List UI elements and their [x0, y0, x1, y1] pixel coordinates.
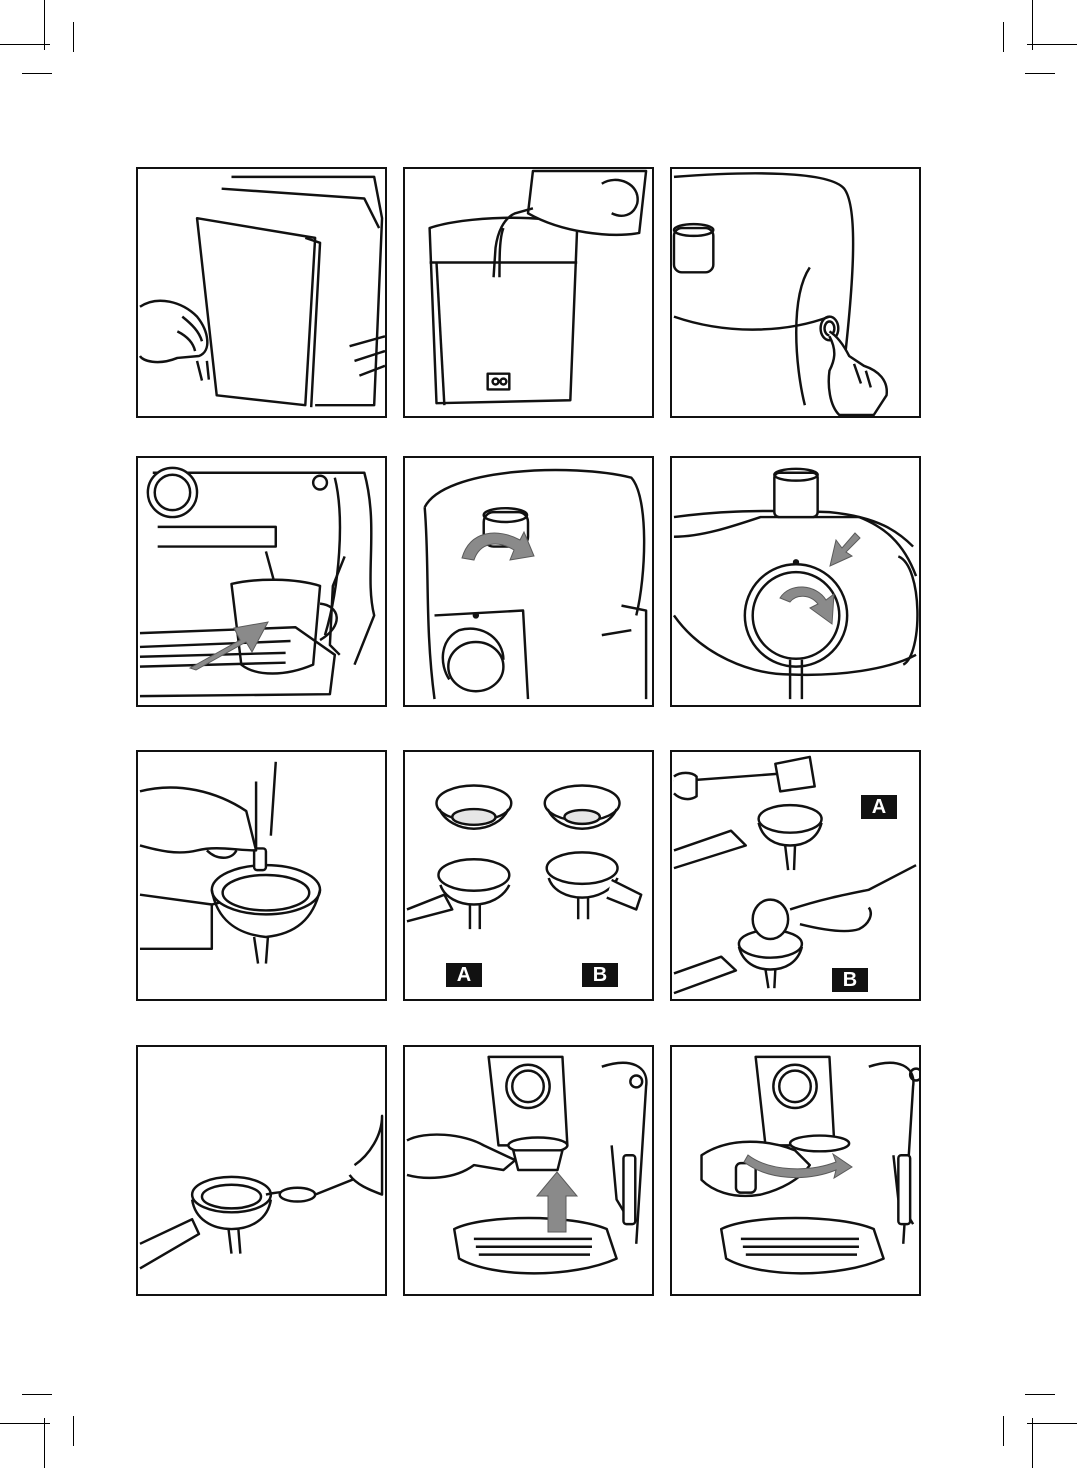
panel-water-tank-removal	[136, 167, 387, 418]
crop-mark	[0, 1423, 50, 1424]
panel-filter-types: A B	[403, 750, 654, 1001]
panel-selector-knob-turn	[670, 456, 921, 707]
panel-filter-holder-cleaning	[136, 1045, 387, 1296]
crop-mark	[1003, 1416, 1004, 1446]
crop-mark	[73, 22, 74, 52]
label-b: B	[582, 963, 618, 987]
crop-mark	[22, 73, 52, 74]
crop-mark	[1025, 73, 1055, 74]
panel-filter-holder-lock	[670, 1045, 921, 1296]
crop-mark	[1032, 0, 1033, 50]
crop-mark	[1003, 22, 1004, 52]
panel-coffee-dose-and-tamp: A B	[670, 750, 921, 1001]
crop-mark	[0, 44, 50, 45]
crop-mark	[73, 1416, 74, 1446]
panel-jug-under-steam-wand	[136, 456, 387, 707]
crop-mark	[44, 0, 45, 50]
panel-filter-holder-insert	[403, 1045, 654, 1296]
crop-mark	[1032, 1418, 1033, 1468]
panel-steam-knob-turn	[403, 456, 654, 707]
crop-mark	[1025, 1394, 1055, 1395]
crop-mark	[1027, 1423, 1077, 1424]
crop-mark	[44, 1418, 45, 1468]
panel-power-button-press	[670, 167, 921, 418]
crop-mark	[1027, 44, 1077, 45]
panel-filter-pin-insert	[136, 750, 387, 1001]
label-a: A	[446, 963, 482, 987]
crop-mark	[22, 1394, 52, 1395]
panel-water-tank-fill	[403, 167, 654, 418]
label-b: B	[832, 968, 868, 992]
label-a: A	[861, 795, 897, 819]
